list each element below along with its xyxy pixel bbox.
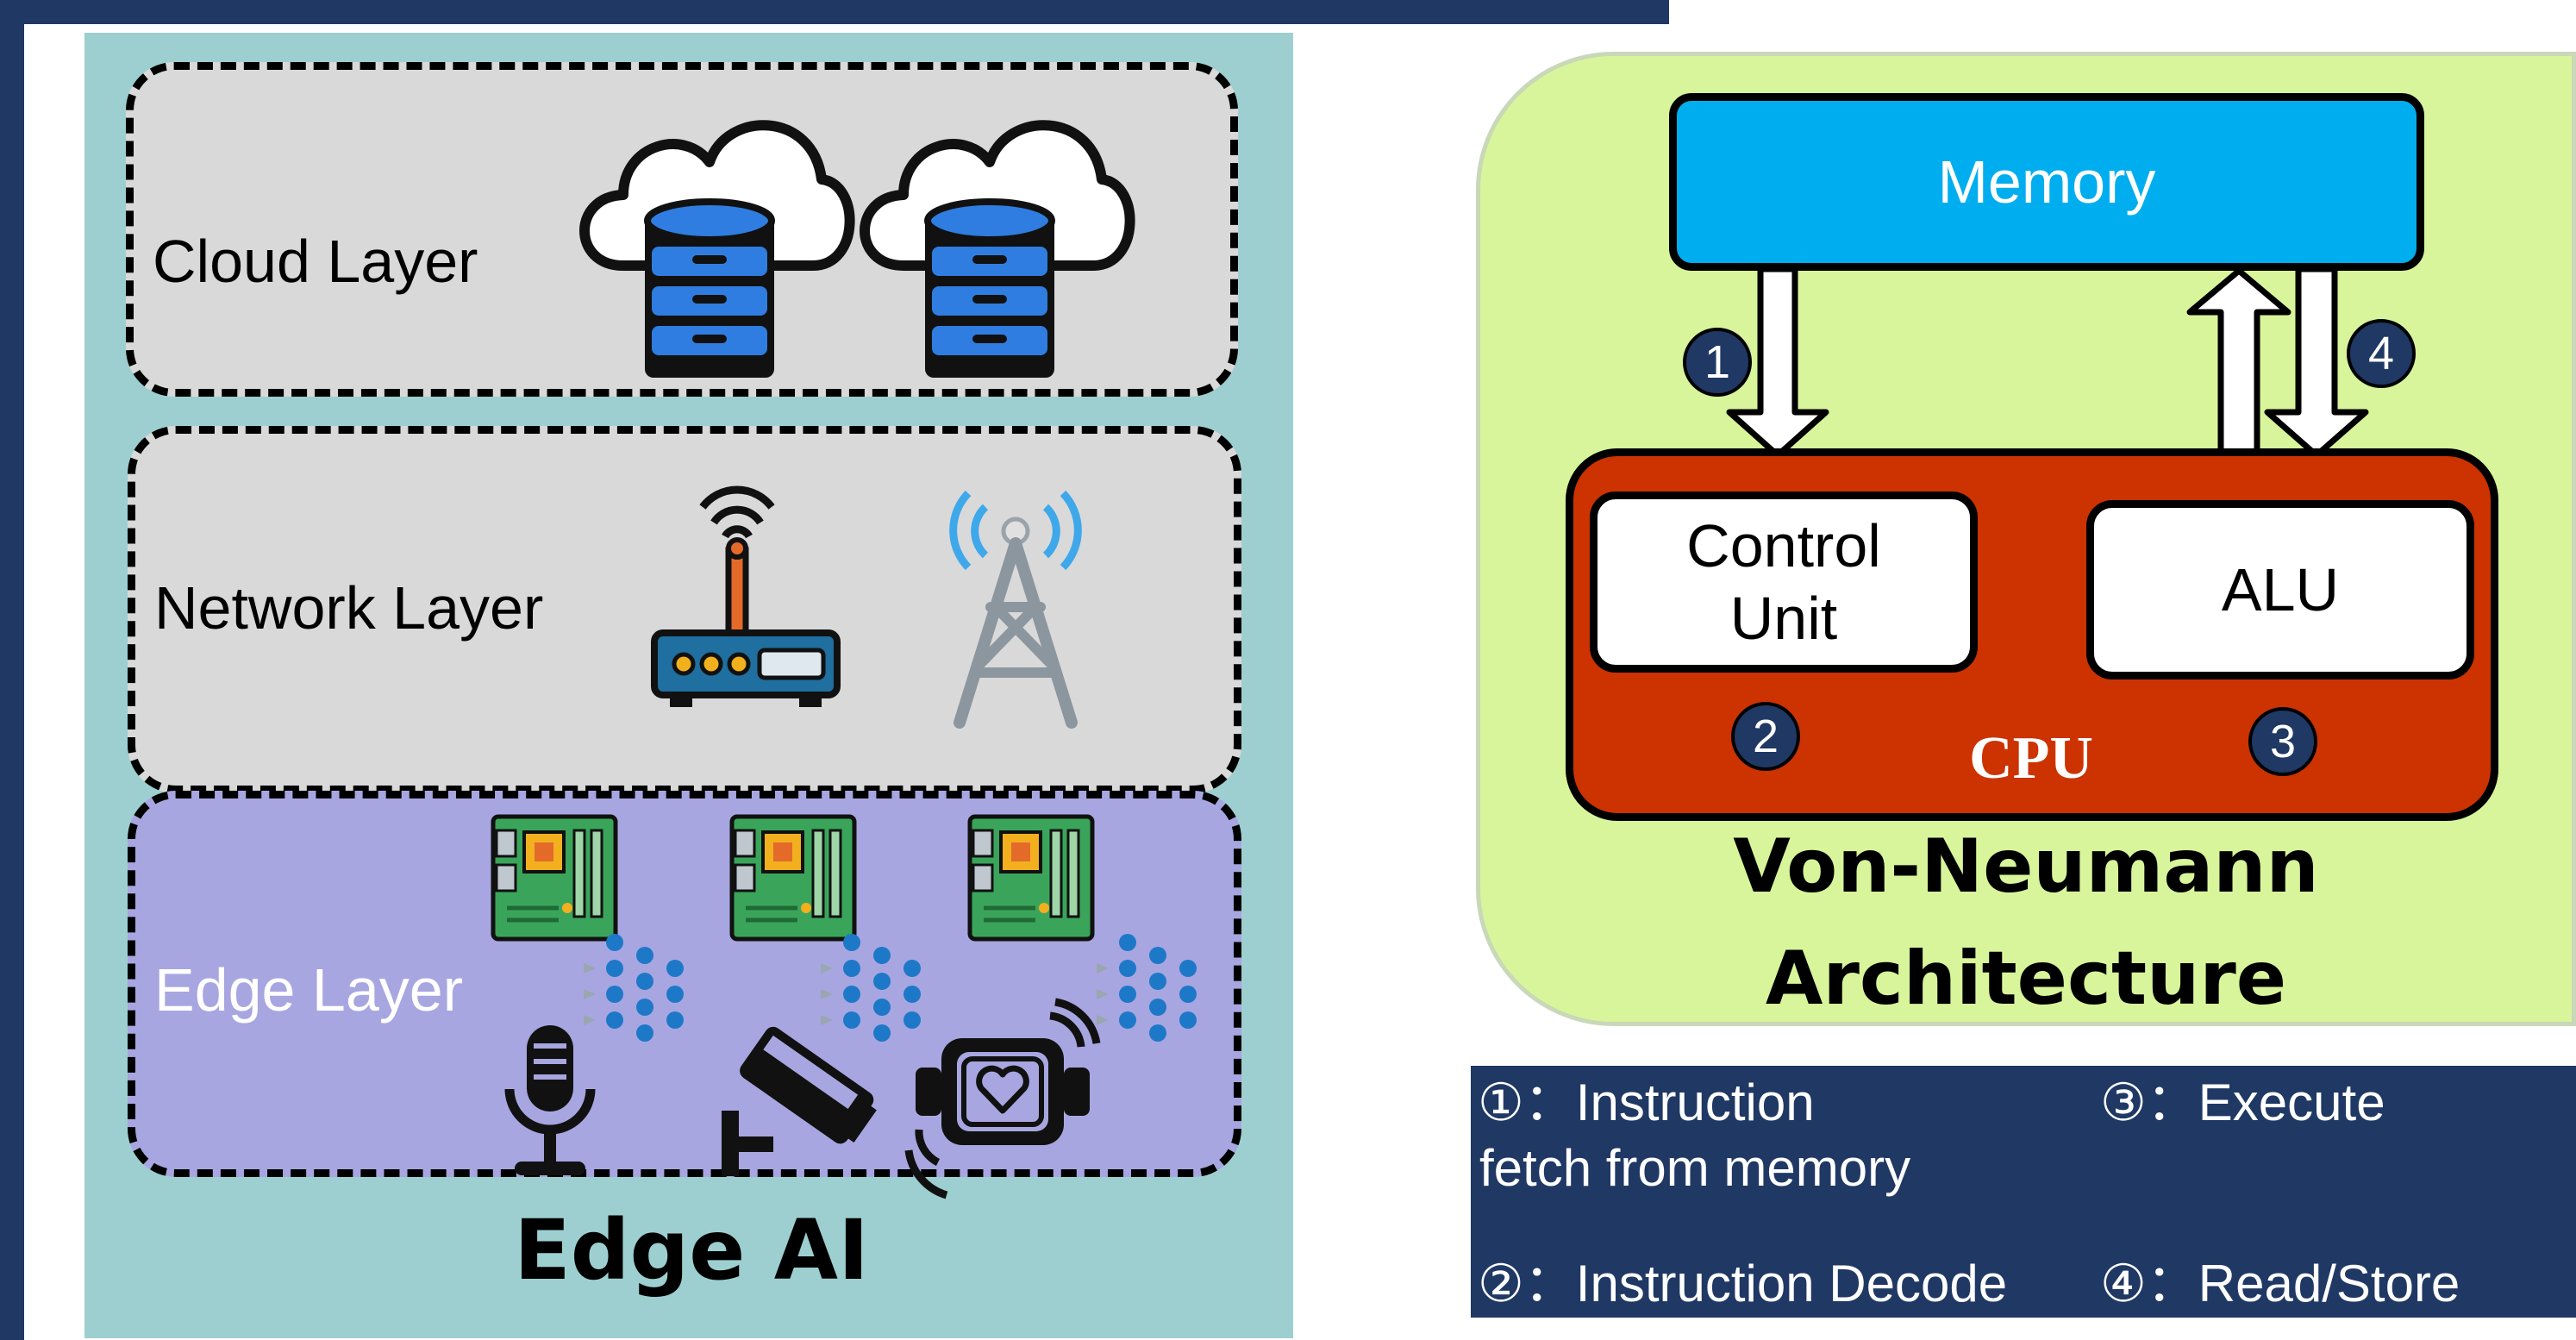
cpu-label: CPU xyxy=(1969,725,2093,792)
legend-box: ①：Instruction fetch from memory ②：Instru… xyxy=(1471,1066,2576,1318)
read-arrow-down xyxy=(2264,266,2369,459)
cloud-database-icon xyxy=(860,120,1135,378)
neural-network-icon xyxy=(1097,934,1197,1042)
circuit-board-icon xyxy=(491,814,618,942)
step-badge-3: 3 xyxy=(2248,707,2317,776)
neural-network-icon xyxy=(821,934,921,1042)
left-frame-bar xyxy=(0,0,24,1340)
security-camera-icon xyxy=(722,1026,877,1176)
edge-ai-panel: Cloud Layer Network Layer Edge Layer Edg… xyxy=(82,33,1296,1338)
edge-layer-label: Edge Layer xyxy=(154,956,464,1024)
edge-ai-title: Edge AI xyxy=(514,1202,869,1299)
control-unit-label: Control Unit xyxy=(1686,512,1881,652)
alu-block: ALU xyxy=(2086,500,2474,679)
cloud-database-icon xyxy=(579,120,855,378)
legend-item-1-line2: fetch from memory xyxy=(1479,1139,1911,1197)
fetch-arrow xyxy=(1726,266,1829,459)
von-neumann-title-line2: Architecture xyxy=(1765,936,2287,1022)
circuit-board-icon xyxy=(729,814,857,942)
store-arrow-up xyxy=(2186,267,2292,460)
cell-tower-icon xyxy=(949,490,1082,729)
router-icon xyxy=(651,485,841,707)
step-badge-4: 4 xyxy=(2347,319,2416,388)
legend-item-3: ③：Execute xyxy=(2100,1074,2385,1131)
microphone-icon xyxy=(504,1025,596,1175)
network-layer-label: Network Layer xyxy=(154,574,544,642)
circuit-board-icon xyxy=(967,814,1095,942)
step-badge-1: 1 xyxy=(1683,328,1752,397)
von-neumann-title: Von-Neumann Architecture xyxy=(1500,811,2552,1035)
von-neumann-title-line1: Von-Neumann xyxy=(1733,823,2319,910)
cloud-layer-label: Cloud Layer xyxy=(153,228,478,295)
neural-network-icon xyxy=(584,934,684,1042)
legend-item-4: ④：Read/Store xyxy=(2100,1255,2460,1312)
memory-block: Memory xyxy=(1669,93,2424,271)
legend-item-2: ②：Instruction Decode xyxy=(1478,1255,2008,1312)
network-layer: Network Layer xyxy=(128,426,1241,793)
top-frame-bar xyxy=(0,0,1669,24)
legend-item-1-line1: ①：Instruction xyxy=(1478,1074,1815,1131)
smartwatch-icon xyxy=(904,998,1101,1199)
database-stack xyxy=(924,198,1055,378)
database-stack xyxy=(644,198,775,378)
control-unit-block: Control Unit xyxy=(1590,492,1978,673)
step-badge-2: 2 xyxy=(1731,702,1800,771)
